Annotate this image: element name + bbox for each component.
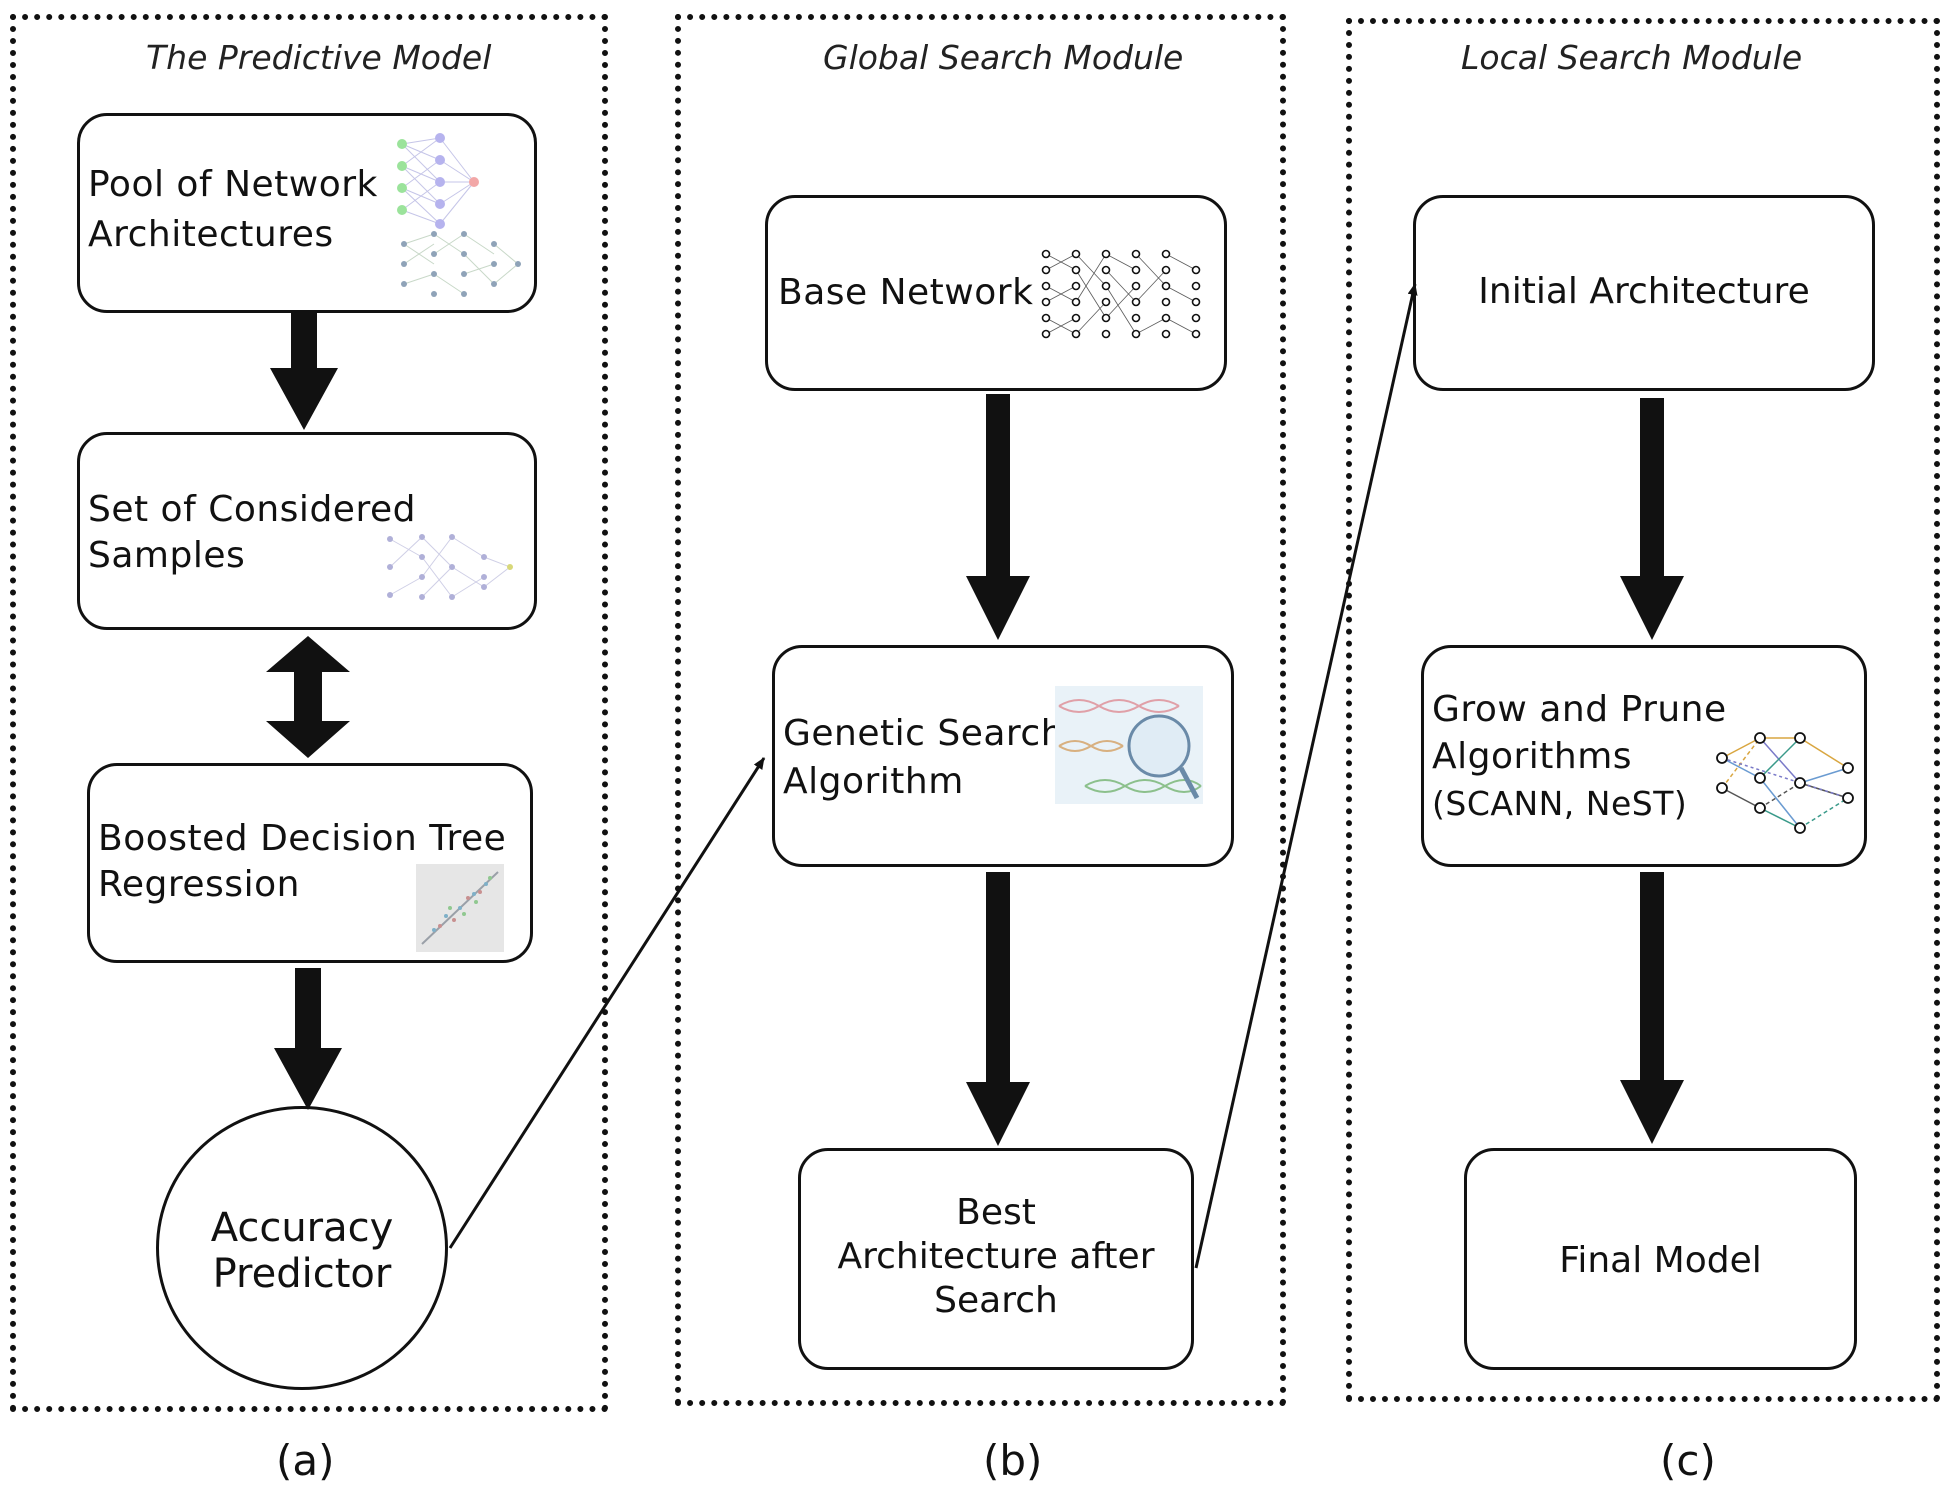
arrow-best-to-initial xyxy=(1194,283,1418,1269)
base-node-label: Base Network xyxy=(778,272,1034,313)
arrow-initial-to-grow xyxy=(1620,398,1684,640)
grow-label-line3: (SCANN, NeST) xyxy=(1432,784,1688,823)
bdt-node-label: Boosted Decision Tree Regression xyxy=(98,816,506,908)
panel-title-a: The Predictive Model xyxy=(146,38,492,77)
caption-c: (c) xyxy=(1660,1436,1716,1485)
best-label-line2: Architecture after xyxy=(837,1236,1155,1277)
initial-architecture-node: Initial Architecture xyxy=(1413,195,1875,391)
accuracy-predictor-node: Accuracy Predictor xyxy=(156,1106,448,1390)
panel-title-b: Global Search Module xyxy=(823,38,1184,77)
pool-node-label: Pool of Network Architectures xyxy=(88,160,378,260)
panel-global-search xyxy=(675,14,1286,1406)
samples-label-line2: Samples xyxy=(88,535,246,576)
initial-node-label: Initial Architecture xyxy=(1478,271,1810,312)
arrow-predictor-to-genetic xyxy=(448,757,766,1249)
pool-label-line1: Pool of Network xyxy=(88,164,378,205)
grow-and-prune-node: Grow and Prune Algorithms (SCANN, NeST) xyxy=(1421,645,1867,867)
neural-network-icon xyxy=(1041,249,1201,339)
arrow-samples-bdt-bidirectional xyxy=(266,636,350,758)
best-architecture-node: Best Architecture after Search xyxy=(798,1148,1194,1370)
final-model-node: Final Model xyxy=(1464,1148,1857,1370)
neural-network-icons xyxy=(397,133,521,297)
bdt-label-line1: Boosted Decision Tree xyxy=(98,818,507,859)
grow-label-line2: Algorithms xyxy=(1432,736,1633,777)
final-node-label: Final Model xyxy=(1559,1240,1762,1281)
pool-of-architectures-node: Pool of Network Architectures xyxy=(77,113,537,313)
dna-magnifier-icon xyxy=(1055,686,1203,804)
genetic-label-line1: Genetic Search xyxy=(783,713,1065,754)
regression-scatter-icon xyxy=(416,864,504,952)
base-network-node: Base Network xyxy=(765,195,1227,391)
best-label-line3: Search xyxy=(934,1280,1058,1321)
predictor-label-line1: Accuracy xyxy=(210,1205,394,1251)
arrow-grow-to-final xyxy=(1620,872,1684,1144)
arrow-genetic-to-best xyxy=(966,872,1030,1146)
pool-label-line2: Architectures xyxy=(88,214,334,255)
samples-node-label: Set of Considered Samples xyxy=(88,487,416,579)
genetic-search-node: Genetic Search Algorithm xyxy=(772,645,1234,867)
caption-b: (b) xyxy=(983,1436,1043,1485)
graph-network-icon xyxy=(1716,732,1854,834)
panel-title-c: Local Search Module xyxy=(1461,38,1803,77)
predictor-label-line2: Predictor xyxy=(212,1251,392,1297)
arrow-base-to-genetic xyxy=(966,394,1030,640)
boosted-decision-tree-node: Boosted Decision Tree Regression xyxy=(87,763,533,963)
samples-label-line1: Set of Considered xyxy=(88,489,416,530)
genetic-node-label: Genetic Search Algorithm xyxy=(783,710,1064,806)
caption-a: (a) xyxy=(276,1436,335,1485)
best-node-label: Best Architecture after Search xyxy=(801,1191,1191,1323)
grow-node-label: Grow and Prune Algorithms (SCANN, NeST) xyxy=(1432,686,1727,827)
panel-local-search xyxy=(1346,18,1940,1402)
arrow-pool-to-samples xyxy=(270,312,338,430)
arrow-bdt-to-predictor xyxy=(274,968,342,1110)
considered-samples-node: Set of Considered Samples xyxy=(77,432,537,630)
best-label-line1: Best xyxy=(956,1192,1036,1233)
predictor-node-label: Accuracy Predictor xyxy=(159,1205,445,1297)
panel-predictive-model xyxy=(10,14,608,1412)
genetic-label-line2: Algorithm xyxy=(783,761,964,802)
bdt-label-line2: Regression xyxy=(98,864,300,905)
grow-label-line1: Grow and Prune xyxy=(1432,689,1727,730)
neural-network-icon xyxy=(387,534,513,600)
